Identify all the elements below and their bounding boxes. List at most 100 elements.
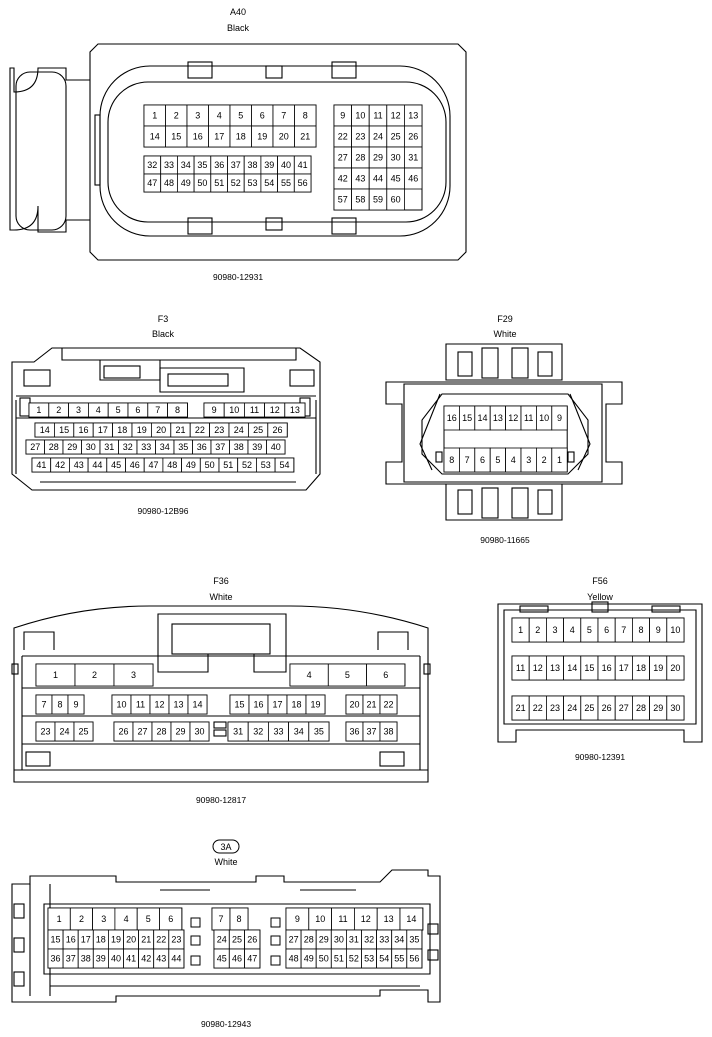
pin-number: 2 — [542, 455, 547, 465]
pin-number: 47 — [247, 954, 257, 964]
pin-number: 19 — [653, 663, 663, 673]
pin-cell — [73, 721, 94, 742]
pin-number: 3 — [526, 455, 531, 465]
part-number: 90980-12B96 — [137, 506, 188, 516]
pin-number: 40 — [281, 160, 291, 170]
pin-number: 3 — [195, 111, 200, 121]
pin-cell — [113, 663, 154, 687]
pin-number: 15 — [462, 413, 472, 423]
pin-number: 10 — [670, 625, 680, 635]
pin-number: 50 — [197, 178, 207, 188]
pin-number: 10 — [355, 111, 365, 121]
pin-number: 22 — [195, 425, 205, 435]
pin-number: 14 — [567, 663, 577, 673]
pin-number: 25 — [584, 703, 594, 713]
pin-number: 43 — [355, 174, 365, 184]
pin-number: 38 — [383, 727, 393, 737]
pin-cell — [666, 655, 685, 681]
pin-number: 60 — [391, 195, 401, 205]
pin-number: 3 — [101, 914, 106, 924]
pin-cell — [551, 447, 568, 473]
pin-number: 49 — [304, 954, 314, 964]
pin-number: 13 — [550, 663, 560, 673]
pin-number: 47 — [147, 178, 157, 188]
connector-code-badge — [212, 839, 240, 854]
pin-number: 31 — [104, 442, 114, 452]
pin-number: 26 — [118, 727, 128, 737]
pin-number: 54 — [279, 460, 289, 470]
pin-number: 48 — [164, 178, 174, 188]
pin-number: 17 — [81, 935, 91, 945]
pin-number: 9 — [212, 405, 217, 415]
pin-number: 12 — [270, 405, 280, 415]
pin-number: 1 — [36, 405, 41, 415]
pin-number: 8 — [638, 625, 643, 635]
pin-number: 12 — [154, 700, 164, 710]
pin-number: 28 — [49, 442, 59, 452]
pin-number: 40 — [111, 954, 121, 964]
pin-number: 8 — [57, 700, 62, 710]
pin-number: 43 — [156, 954, 166, 964]
pin-number: 41 — [126, 954, 136, 964]
pin-number: 29 — [67, 442, 77, 452]
pin-number: 6 — [480, 455, 485, 465]
pin-number: 17 — [214, 132, 224, 142]
pin-number: 28 — [304, 935, 314, 945]
pin-number: 41 — [298, 160, 308, 170]
pin-number: 54 — [379, 954, 389, 964]
pin-number: 19 — [310, 700, 320, 710]
pin-number: 21 — [141, 935, 151, 945]
pin-number: 15 — [234, 700, 244, 710]
pin-number: 11 — [136, 700, 145, 710]
pin-number: 13 — [384, 914, 394, 924]
pin-number: 44 — [92, 460, 102, 470]
pin-number: 55 — [394, 954, 404, 964]
part-number: 90980-12391 — [575, 752, 625, 762]
pin-number: 59 — [373, 195, 383, 205]
pin-number: 4 — [307, 670, 312, 680]
pin-number: 15 — [171, 132, 181, 142]
latch-squares — [190, 917, 281, 966]
pin-number: 56 — [409, 954, 419, 964]
pin-number: 32 — [147, 160, 157, 170]
pin-number: 4 — [511, 455, 516, 465]
pin-number: 44 — [373, 174, 383, 184]
pin-number: 19 — [257, 132, 267, 142]
pin-number: 29 — [373, 153, 383, 163]
pin-number: 27 — [619, 703, 629, 713]
connector-code: A40 — [230, 7, 246, 17]
pin-number: 7 — [218, 914, 223, 924]
pin-number: 16 — [78, 425, 88, 435]
pin-number: 15 — [50, 935, 60, 945]
pin-cell — [274, 457, 295, 473]
connector-code: F56 — [592, 576, 608, 586]
pin-number: 56 — [298, 178, 308, 188]
pin-number: 7 — [155, 405, 160, 415]
pin-number: 26 — [272, 425, 282, 435]
pin-number: 5 — [587, 625, 592, 635]
pin-number: 18 — [117, 425, 127, 435]
pin-number: 46 — [232, 954, 242, 964]
pin-number: 13 — [493, 413, 503, 423]
pin-number: 28 — [355, 153, 365, 163]
pin-number: 1 — [518, 625, 523, 635]
pin-number: 22 — [533, 703, 543, 713]
pin-number: 41 — [36, 460, 46, 470]
pin-number: 37 — [231, 160, 241, 170]
pin-number: 51 — [334, 954, 344, 964]
pin-number: 31 — [349, 935, 359, 945]
connector-housing — [9, 43, 467, 261]
pin-number: 20 — [670, 663, 680, 673]
pin-number: 14 — [192, 700, 202, 710]
pin-number: 17 — [619, 663, 629, 673]
pin-number: 49 — [181, 178, 191, 188]
pin-number: 42 — [338, 174, 348, 184]
pin-number: 9 — [295, 914, 300, 924]
part-number: 90980-12817 — [196, 795, 246, 805]
